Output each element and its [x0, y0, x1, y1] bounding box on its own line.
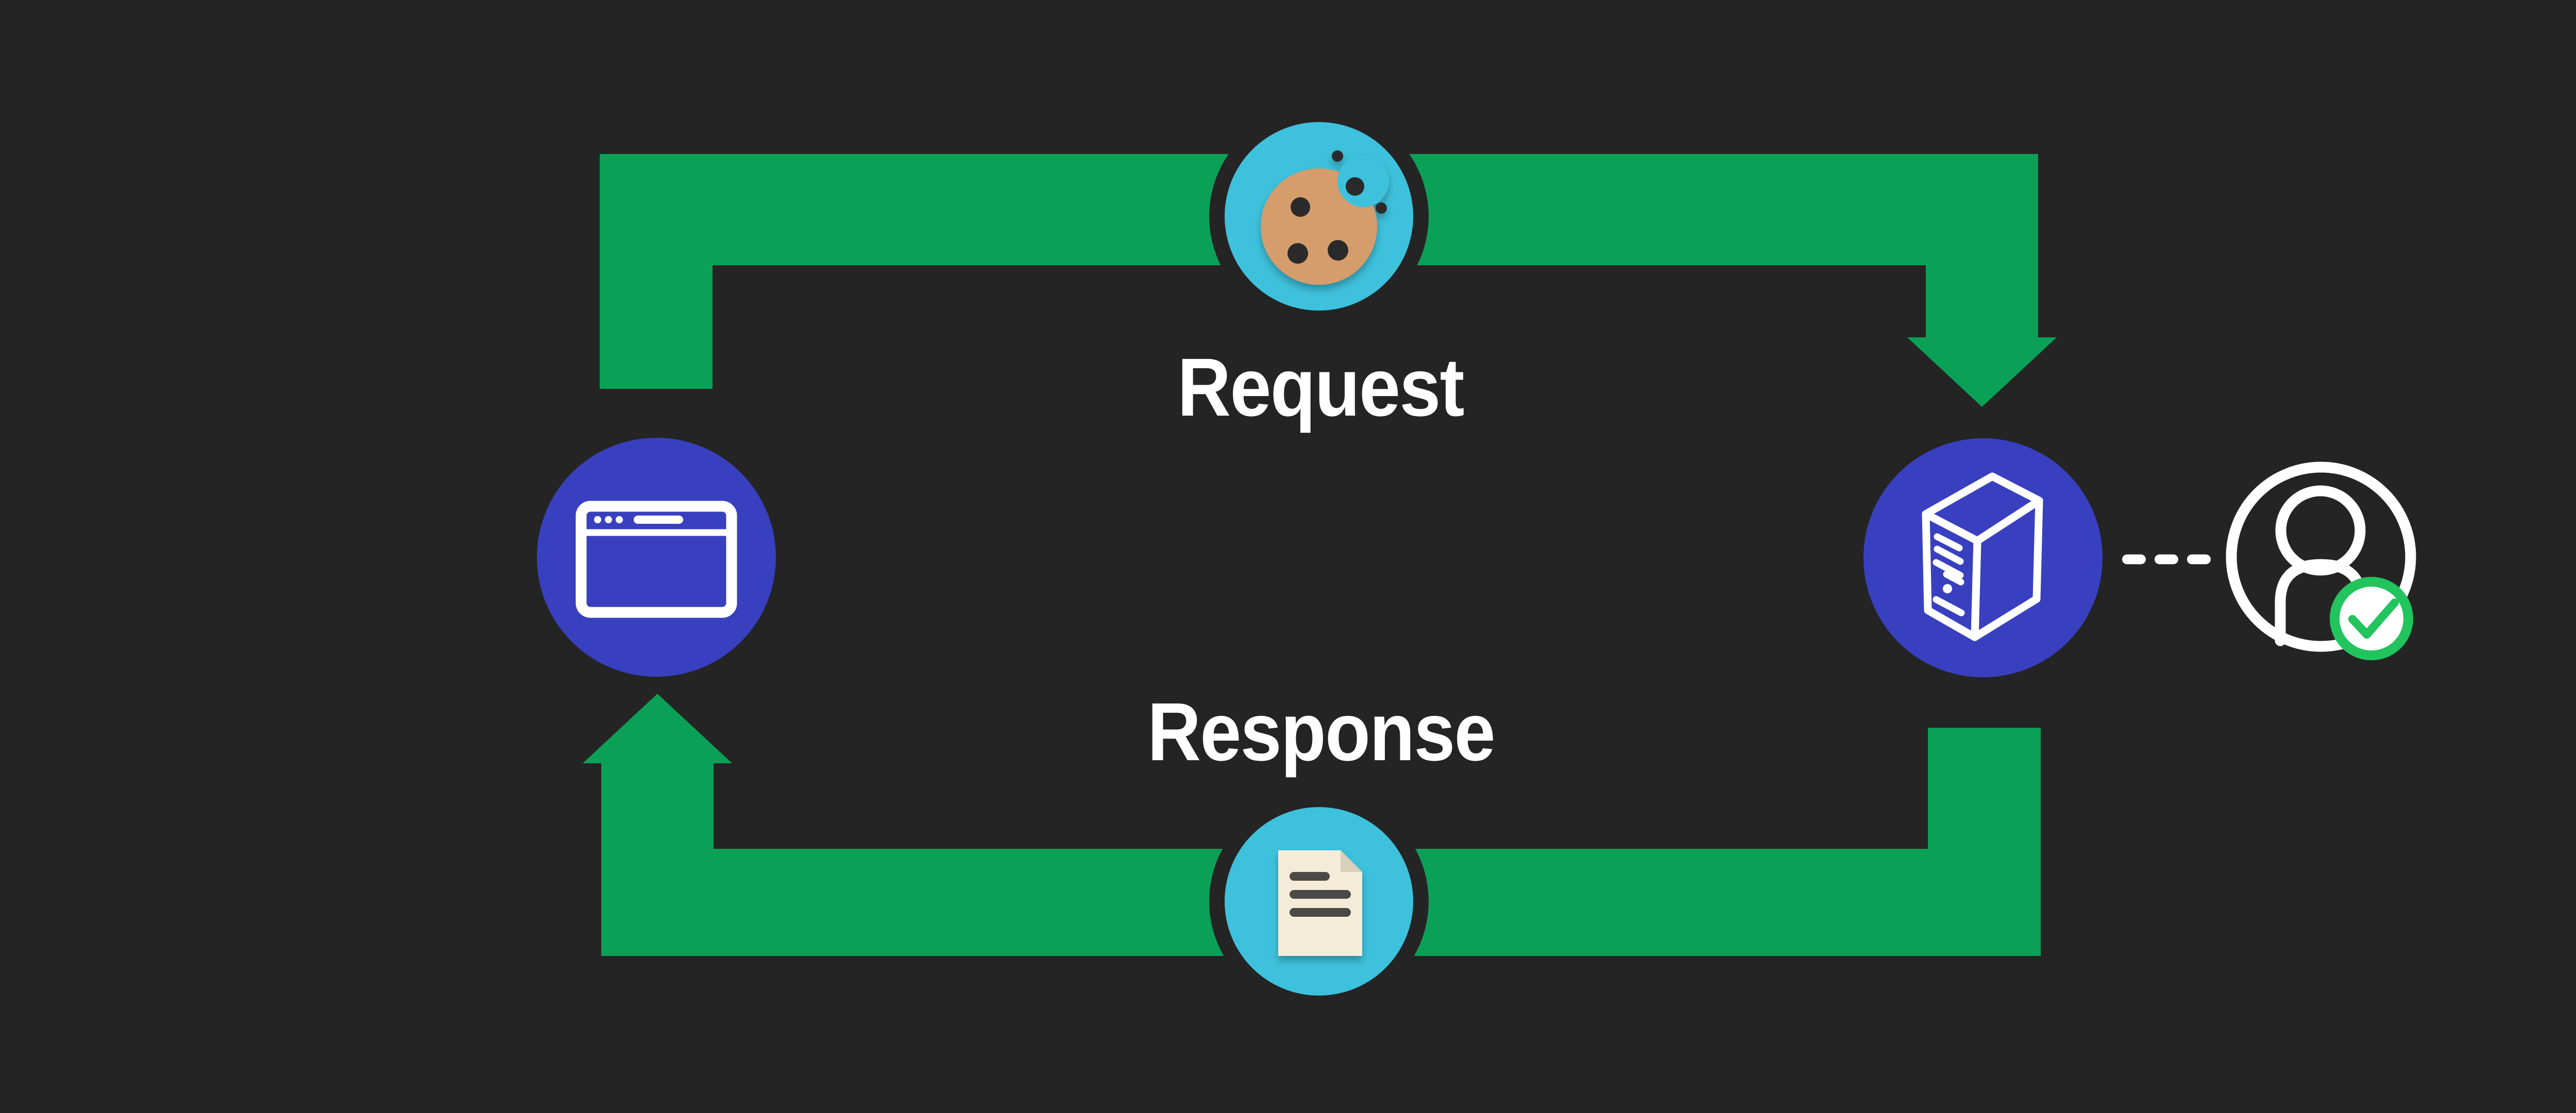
server-led-dot — [1943, 584, 1952, 593]
cookie-icon — [1261, 150, 1389, 285]
cookie-chip-2 — [1287, 243, 1308, 264]
server-node-circle — [1863, 438, 2103, 677]
user-outer-circle — [2226, 461, 2416, 652]
server-vent-5 — [1933, 596, 1965, 617]
server-vent-1 — [1934, 533, 1963, 552]
document-line-2 — [1290, 890, 1351, 899]
browser-dot-2 — [605, 516, 612, 523]
check-badge-face — [2340, 587, 2403, 650]
browser-node-circle — [537, 438, 776, 677]
cookie-crumb-3 — [1376, 202, 1387, 214]
browser-node — [537, 438, 776, 677]
response-label: Response — [1147, 686, 1496, 778]
document-icon — [1278, 850, 1362, 956]
cookie-chip-3 — [1328, 240, 1348, 261]
browser-address-bar — [634, 516, 683, 524]
cookie-chip-1 — [1291, 197, 1310, 217]
document-line-3 — [1290, 908, 1351, 917]
document-fold-corner — [1341, 850, 1362, 872]
server-vent-3 — [1933, 559, 1964, 579]
cookie-node — [1209, 107, 1429, 326]
server-node — [1863, 438, 2103, 677]
server-vent-4 — [1943, 571, 1964, 586]
server-vent-2 — [1934, 545, 1964, 565]
check-mark — [2348, 598, 2399, 639]
browser-window-icon — [575, 501, 737, 618]
user-avatar-icon — [2226, 461, 2416, 660]
server-tower-icon — [1922, 472, 2043, 641]
document-line-1 — [1290, 872, 1330, 881]
request-arrow — [600, 154, 2057, 407]
browser-dot-3 — [616, 516, 623, 523]
request-label: Request — [1177, 341, 1464, 433]
user-head — [2275, 485, 2366, 576]
cookie-bite — [1337, 156, 1389, 207]
document-node — [1209, 792, 1429, 1011]
browser-dot-1 — [594, 516, 601, 523]
server-side-face — [1971, 496, 2043, 641]
browser-frame — [575, 501, 737, 618]
cookie-crumb-1 — [1332, 150, 1343, 162]
check-badge-icon — [2330, 577, 2413, 660]
cookie-crumb-2 — [1346, 177, 1364, 196]
response-arrow — [583, 694, 2041, 956]
